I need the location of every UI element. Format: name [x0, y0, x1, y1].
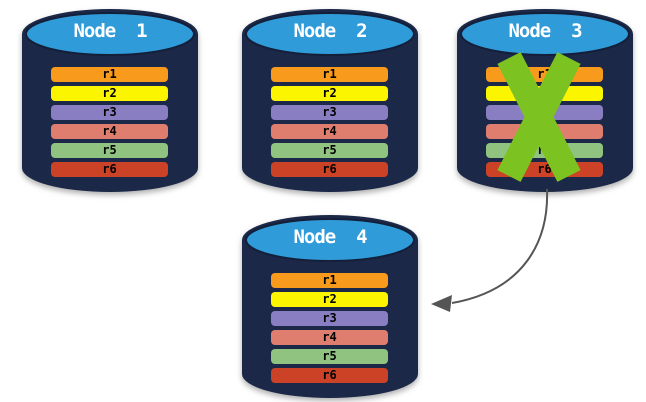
row-r1: r1 — [51, 67, 168, 82]
node-1-rows: r1 r2 r3 r4 r5 r6 — [20, 7, 200, 193]
row-r5: r5 — [486, 143, 603, 158]
node-3: Node 3 r1 r2 r3 r4 r5 r6 — [455, 7, 635, 193]
row-r6: r6 — [51, 162, 168, 177]
row-r1: r1 — [271, 273, 388, 288]
node-3-rows: r1 r2 r3 r4 r5 r6 — [455, 7, 635, 193]
row-r6: r6 — [271, 162, 388, 177]
row-r1: r1 — [486, 67, 603, 82]
node-4-title: Node 4 — [293, 226, 367, 248]
row-r4: r4 — [51, 124, 168, 139]
node-2-title: Node 2 — [293, 20, 367, 42]
row-r5: r5 — [51, 143, 168, 158]
row-r2: r2 — [51, 86, 168, 101]
node-4: Node 4 r1 r2 r3 r4 r5 r6 — [240, 213, 420, 399]
row-r1: r1 — [271, 67, 388, 82]
node-2: Node 2 r1 r2 r3 r4 r5 r6 — [240, 7, 420, 193]
row-r5: r5 — [271, 349, 388, 364]
row-r3: r3 — [51, 105, 168, 120]
row-r2: r2 — [271, 86, 388, 101]
row-r2: r2 — [486, 86, 603, 101]
row-r3: r3 — [271, 311, 388, 326]
node-3-title: Node 3 — [508, 20, 582, 42]
node-2-rows: r1 r2 r3 r4 r5 r6 — [240, 7, 420, 193]
node-1-title: Node 1 — [73, 20, 147, 42]
row-r4: r4 — [271, 124, 388, 139]
row-r4: r4 — [486, 124, 603, 139]
row-r4: r4 — [271, 330, 388, 345]
row-r3: r3 — [486, 105, 603, 120]
node-4-rows: r1 r2 r3 r4 r5 r6 — [240, 213, 420, 399]
row-r6: r6 — [271, 368, 388, 383]
row-r2: r2 — [271, 292, 388, 307]
row-r3: r3 — [271, 105, 388, 120]
failover-arrow — [431, 188, 549, 312]
node-1: Node 1 r1 r2 r3 r4 r5 r6 — [20, 7, 200, 193]
row-r6: r6 — [486, 162, 603, 177]
row-r5: r5 — [271, 143, 388, 158]
